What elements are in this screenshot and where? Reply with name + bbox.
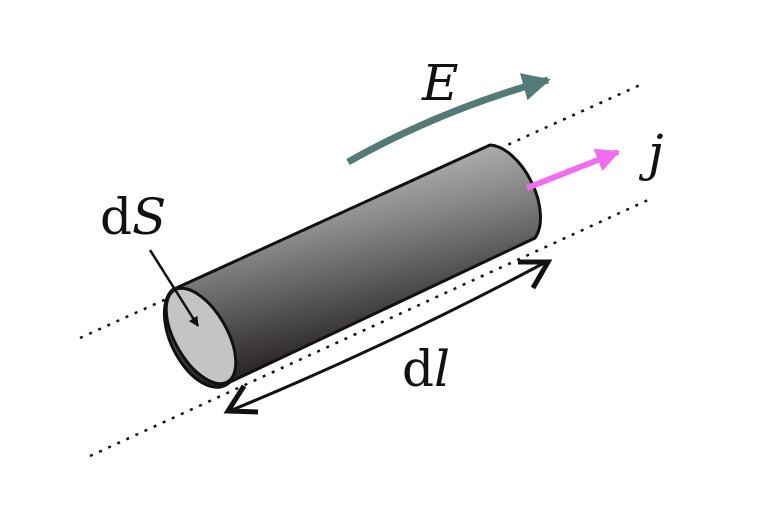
current-density-label: j bbox=[638, 124, 664, 182]
length-label: dl bbox=[402, 340, 450, 398]
current-density-arrow bbox=[525, 148, 621, 191]
field-label: E bbox=[421, 54, 459, 112]
area-pointer-arrow bbox=[148, 249, 200, 327]
length-arrowhead-right bbox=[518, 259, 553, 290]
lower-guide-line bbox=[89, 198, 649, 458]
field-arrow bbox=[346, 73, 551, 166]
length-double-arrow bbox=[231, 260, 547, 412]
area-label: dS bbox=[100, 188, 166, 246]
cylinder-body bbox=[162, 143, 542, 389]
length-arrowhead-left bbox=[223, 384, 259, 415]
